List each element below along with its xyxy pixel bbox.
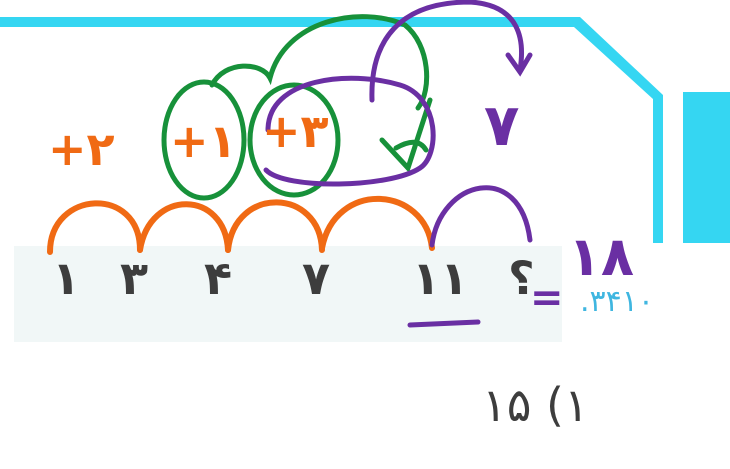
green-circle-plus-one bbox=[161, 79, 247, 201]
orange-arc-4 bbox=[319, 195, 435, 251]
answer-option-1: ١۵ (١ bbox=[482, 378, 589, 432]
green-check bbox=[379, 97, 433, 173]
sequence-term-3: ۴ bbox=[204, 251, 233, 305]
frame-side-block bbox=[683, 92, 730, 243]
green-hook bbox=[393, 139, 429, 153]
green-top-loop bbox=[209, 14, 430, 111]
handwritten-plus-three: +٣ bbox=[262, 104, 329, 158]
handwritten-equals: = bbox=[530, 275, 564, 321]
sequence-term-2: ٣ bbox=[120, 251, 149, 305]
printed-choice-digits: .٣۴١٠ bbox=[580, 284, 655, 319]
frame-band bbox=[0, 17, 663, 243]
sequence-strip bbox=[14, 246, 562, 342]
orange-arc-3 bbox=[225, 199, 325, 253]
orange-arc-2 bbox=[137, 201, 231, 253]
purple-annotations bbox=[263, 0, 533, 328]
purple-underline-eleven bbox=[407, 319, 481, 328]
purple-arrow-head bbox=[505, 52, 533, 77]
green-circle-plus-three bbox=[247, 82, 341, 198]
purple-arc-to-answer bbox=[429, 185, 533, 248]
sequence-term-unknown: ؟ bbox=[508, 251, 535, 305]
sequence-term-4: ٧ bbox=[302, 251, 331, 305]
handwritten-eighteen: ١٨ bbox=[568, 225, 634, 288]
handwritten-seven: ٧ bbox=[484, 91, 520, 159]
purple-top-arrow bbox=[369, 0, 525, 103]
sequence-term-5: ١١ bbox=[412, 251, 469, 305]
sequence-term-1: ١ bbox=[52, 251, 81, 305]
orange-jump-arcs bbox=[47, 195, 435, 255]
handwritten-plus-one: +١ bbox=[170, 114, 237, 168]
purple-big-loop bbox=[263, 75, 436, 187]
orange-arc-1 bbox=[47, 200, 143, 255]
green-circles bbox=[161, 14, 433, 201]
handwritten-plus-two: +٢ bbox=[48, 122, 115, 176]
